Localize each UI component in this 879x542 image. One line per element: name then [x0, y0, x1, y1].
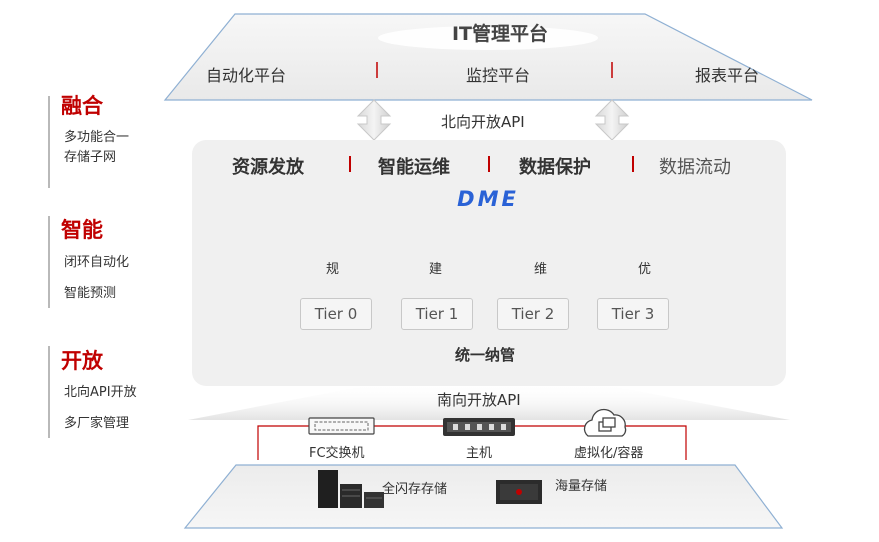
mass-storage-icon: [496, 480, 542, 504]
it-platform-title: IT管理平台: [451, 23, 549, 45]
platform-automation: 自动化平台: [206, 66, 287, 85]
capability-separator-2: [488, 156, 490, 172]
double-arrow-left: [356, 99, 392, 141]
top-platform-highlight: [378, 26, 598, 50]
side-bar-intelligence: [48, 216, 50, 308]
device-virtualization-label: 虚拟化/容器: [574, 446, 644, 461]
side-title-intelligence: 智能: [61, 218, 103, 242]
capability-separator-1: [349, 156, 351, 172]
tier-2: Tier 2: [497, 298, 569, 330]
fc-switch-icon: [308, 417, 375, 435]
side-bar-openness: [48, 346, 50, 438]
all-flash-storage-icon: [318, 470, 384, 508]
device-fc-switch-label: FC交换机: [309, 446, 365, 461]
northbound-api-label: 北向开放API: [441, 113, 525, 131]
southbound-api-label: 南向开放API: [437, 391, 521, 409]
tier-1: Tier 1: [401, 298, 473, 330]
southbound-beam: [188, 384, 790, 420]
tier-0: Tier 0: [300, 298, 372, 330]
side-text-intelligence-1: 闭环自动化: [64, 255, 130, 270]
capability-intelligent-om: 智能运维: [378, 157, 450, 178]
side-text-fusion-1: 多功能合一: [64, 130, 130, 145]
side-text-fusion-2: 存储子网: [64, 150, 117, 165]
dme-panel: [192, 140, 786, 386]
double-arrow-right: [594, 99, 630, 141]
unified-management-label: 统一纳管: [455, 346, 516, 364]
device-host-label: 主机: [466, 446, 493, 461]
cycle-label-build: 建: [429, 262, 443, 277]
capability-resource-provisioning: 资源发放: [232, 157, 304, 178]
cycle-label-plan: 规: [326, 262, 340, 277]
capability-separator-3: [632, 156, 634, 172]
capability-data-protection: 数据保护: [519, 157, 591, 178]
cycle-label-optimize: 优: [638, 262, 652, 277]
side-bar-fusion: [48, 96, 50, 188]
server-icon: [443, 418, 515, 436]
cloud-vm-icon: [583, 408, 627, 437]
cycle-label-maintain: 维: [534, 262, 548, 277]
side-text-openness-2: 多厂家管理: [64, 416, 130, 431]
storage-all-flash-label: 全闪存存储: [382, 482, 448, 497]
dme-logo: DME: [457, 187, 519, 211]
side-text-intelligence-2: 智能预测: [64, 286, 117, 301]
side-title-openness: 开放: [61, 349, 103, 373]
platform-reporting: 报表平台: [695, 66, 760, 85]
top-platform: [163, 13, 813, 101]
side-text-openness-1: 北向API开放: [64, 385, 137, 400]
capability-data-mobility: 数据流动: [659, 157, 731, 178]
platform-monitoring: 监控平台: [466, 66, 531, 85]
bottom-platform: [183, 464, 784, 529]
tier-3: Tier 3: [597, 298, 669, 330]
side-title-fusion: 融合: [61, 94, 103, 118]
storage-mass-label: 海量存储: [555, 479, 608, 494]
